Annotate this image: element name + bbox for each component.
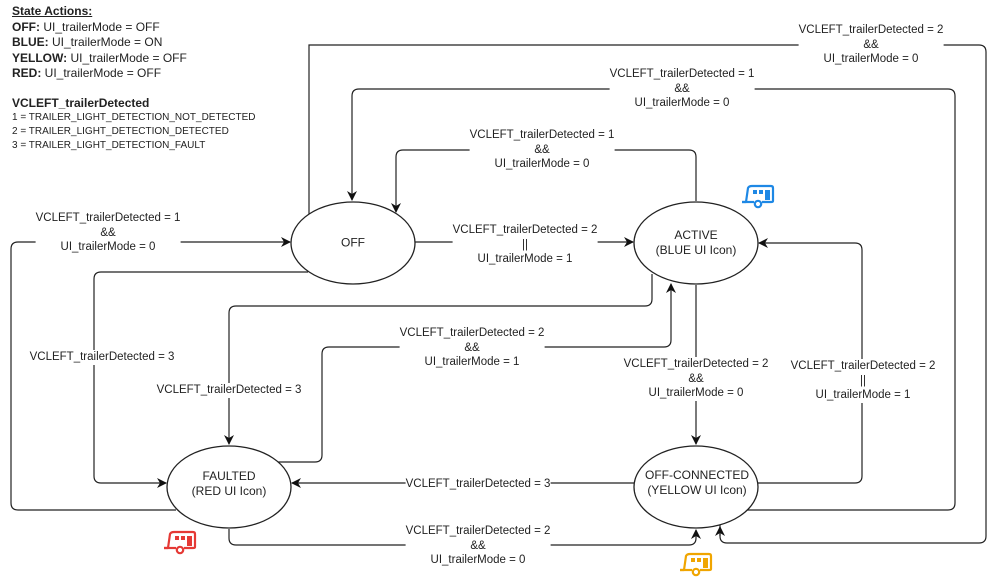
- trailer-icon-yellow: [680, 552, 713, 577]
- transition-label-faulted-to-off: VCLEFT_trailerDetected = 1&&UI_trailerMo…: [35, 211, 181, 255]
- signal-value: 2 = TRAILER_LIGHT_DETECTION_DETECTED: [12, 126, 229, 137]
- trailer-icon-blue: [742, 184, 775, 209]
- legend-action-blue: BLUE: UI_trailerMode = ON: [12, 35, 163, 49]
- legend: State Actions: OFF: UI_trailerMode = OFF…: [12, 4, 255, 153]
- transition-label-off-to-active: VCLEFT_trailerDetected = 2||UI_trailerMo…: [452, 223, 598, 267]
- state-active[interactable]: [633, 201, 759, 285]
- legend-action-yellow: YELLOW: UI_trailerMode = OFF: [12, 50, 187, 65]
- signal-value: 3 = TRAILER_LIGHT_DETECTION_FAULT: [12, 140, 206, 151]
- transition-label-active-to-oc: VCLEFT_trailerDetected = 2&&UI_trailerMo…: [623, 357, 769, 401]
- edge-off-to-faulted: [93, 271, 308, 488]
- legend-action-off: OFF: UI_trailerMode = OFF: [12, 19, 160, 34]
- transition-label-oc-to-faulted: VCLEFT_trailerDetected = 3: [405, 477, 551, 492]
- state-off[interactable]: [290, 201, 416, 285]
- state-active-label: ACTIVE (BLUE UI Icon): [655, 228, 737, 257]
- edge-faulted-to-off: [10, 237, 291, 511]
- edge-active-to-faulted: [224, 274, 653, 445]
- state-faulted-label: FAULTED (RED UI Icon): [191, 469, 267, 498]
- state-off-connected-label: OFF-CONNECTED (YELLOW UI Icon): [645, 468, 749, 497]
- edge-faulted-to-active: [274, 283, 676, 463]
- signal-title: VCLEFT_trailerDetected: [12, 95, 150, 110]
- transition-label-oc-to-off-mid: VCLEFT_trailerDetected = 1&&UI_trailerMo…: [609, 67, 755, 111]
- transition-label-off-to-faulted: VCLEFT_trailerDetected = 3: [29, 350, 175, 365]
- state-off-connected[interactable]: [633, 445, 759, 529]
- trailer-icon-red: [164, 530, 197, 555]
- transition-label-faulted-to-active: VCLEFT_trailerDetected = 2&&UI_trailerMo…: [399, 326, 545, 370]
- state-faulted[interactable]: [166, 445, 292, 529]
- transition-label-oc-to-off-outer: VCLEFT_trailerDetected = 2&&UI_trailerMo…: [798, 23, 944, 67]
- edge-oc-to-off-mid: [347, 88, 956, 511]
- transition-label-faulted-to-oc: VCLEFT_trailerDetected = 2&&UI_trailerMo…: [405, 524, 551, 568]
- transition-label-active-to-faulted: VCLEFT_trailerDetected = 3: [156, 383, 302, 398]
- transition-label-active-to-off: VCLEFT_trailerDetected = 1&&UI_trailerMo…: [469, 128, 615, 172]
- transition-label-oc-to-active: VCLEFT_trailerDetected = 2||UI_trailerMo…: [790, 359, 936, 403]
- legend-title: State Actions:: [12, 4, 93, 18]
- legend-action-red: RED: UI_trailerMode = OFF: [12, 66, 162, 80]
- signal-value: 1 = TRAILER_LIGHT_DETECTION_NOT_DETECTED: [12, 112, 256, 123]
- state-off-label: OFF: [341, 235, 365, 250]
- edge-oc-to-off-outer: [308, 44, 987, 544]
